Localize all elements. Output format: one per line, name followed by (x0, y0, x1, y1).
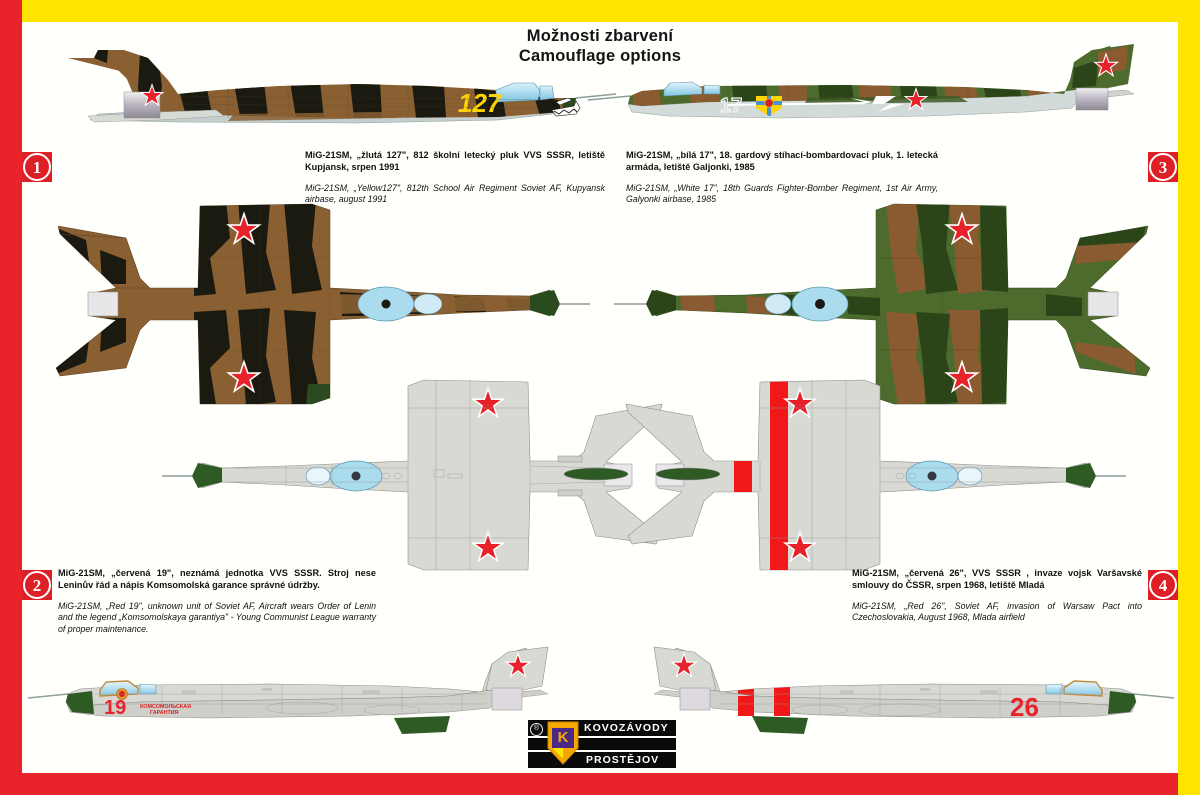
manufacturer-logo: ® K KOVOZÁVODY PROSTĚJOV (528, 718, 676, 770)
red-star-marking (504, 651, 532, 678)
option-3-caption-cz: MiG-21SM, „bílá 17", 18. gardový stíhací… (626, 150, 938, 172)
tail-number-17: 17 (720, 95, 742, 117)
tail-number-127: 127 (458, 88, 503, 118)
red-star-marking (670, 651, 698, 678)
page-border-left (0, 0, 22, 795)
option-badge-4: 4 (1148, 570, 1178, 600)
option-3-top-view (614, 198, 1176, 410)
logo-shield-icon: K (547, 721, 579, 765)
option-1-side-profile: 127 (28, 28, 617, 146)
option-4-caption-en: MiG-21SM, „Red 26", Soviet AF, invasion … (852, 601, 1142, 623)
red-star-marking (470, 385, 506, 419)
option-badge-2-number: 2 (23, 571, 51, 599)
red-star-marking (944, 359, 980, 394)
option-3-side-profile: 17 (587, 28, 1176, 148)
option-2-caption-cz: MiG-21SM, „červená 19", neznámá jednotka… (58, 568, 376, 590)
svg-text:КОМСОМОЛЬСКАЯ: КОМСОМОЛЬСКАЯ (140, 704, 191, 710)
option-3-caption-en: MiG-21SM, „White 17", 18th Guards Fighte… (626, 183, 938, 205)
page-title: Možnosti zbarvení Camouflage options (0, 26, 1200, 66)
option-1-top-view (30, 198, 590, 410)
option-1-caption-cz: MiG-21SM, „žlutá 127", 812 školní leteck… (305, 150, 605, 172)
red-star-marking (470, 529, 506, 563)
guards-shield-badge (756, 96, 782, 116)
page-border-top (22, 0, 1200, 22)
page-border-right (1178, 22, 1200, 795)
komsomol-slogan: КОМСОМОЛЬСКАЯ ГАРАНТИЯ (140, 704, 191, 716)
option-4-caption-cz: MiG-21SM, „červená 26", VVS SSSR , invaz… (852, 568, 1142, 590)
logo-line-2: PROSTĚJOV (586, 754, 660, 766)
svg-text:ГАРАНТИЯ: ГАРАНТИЯ (150, 710, 179, 716)
shark-mouth-nose-art (551, 97, 581, 117)
red-star-marking (1092, 52, 1120, 78)
red-star-marking (226, 359, 262, 394)
option-3-caption: MiG-21SM, „bílá 17", 18. gardový stíhací… (626, 150, 938, 206)
option-4-caption: MiG-21SM, „červená 26", VVS SSSR , invaz… (852, 568, 1142, 624)
option-badge-1: 1 (22, 152, 52, 182)
option-4-top-view (625, 378, 1126, 574)
option-badge-2: 2 (22, 570, 52, 600)
option-2-caption: MiG-21SM, „červená 19", neznámá jednotka… (58, 568, 376, 635)
option-1-caption-en: MiG-21SM, „Yellow127", 812th School Air … (305, 183, 605, 205)
red-star-marking (139, 82, 165, 107)
red-star-marking (226, 211, 262, 246)
option-2-side-profile: 19 КОМСОМОЛЬСКАЯ ГАРАНТИЯ (27, 642, 554, 754)
tail-number-26: 26 (1010, 692, 1039, 722)
logo-line-1: KOVOZÁVODY (584, 722, 669, 734)
page-title-cz: Možnosti zbarvení (526, 27, 674, 45)
red-star-marking (944, 211, 980, 246)
option-badge-4-number: 4 (1149, 571, 1177, 599)
option-4-side-profile: 26 (640, 642, 1175, 754)
option-2-caption-en: MiG-21SM, „Red 19", unknown unit of Sovi… (58, 601, 376, 634)
registered-mark-icon: ® (530, 723, 543, 736)
page-title-en: Camouflage options (518, 47, 682, 65)
red-star-marking (782, 385, 818, 419)
option-badge-1-number: 1 (23, 153, 51, 181)
page-border-bottom (0, 773, 1178, 795)
option-badge-3: 3 (1148, 152, 1178, 182)
red-star-marking (782, 529, 818, 563)
option-1-caption: MiG-21SM, „žlutá 127", 812 školní leteck… (305, 150, 605, 206)
tail-number-19: 19 (104, 697, 126, 719)
option-badge-3-number: 3 (1149, 153, 1177, 181)
option-2-top-view (162, 378, 663, 574)
svg-text:K: K (558, 729, 569, 746)
